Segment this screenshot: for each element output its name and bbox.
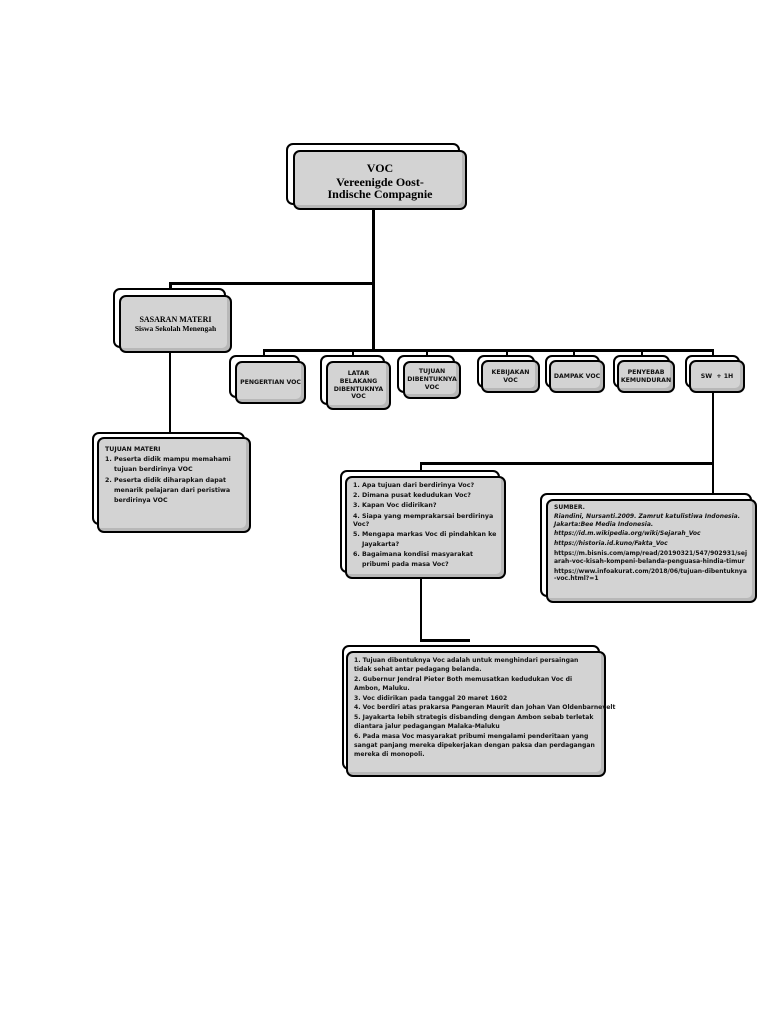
questions-box: 1. Apa tujuan dari berdirinya Voc? 2. Di… [345,476,506,579]
question-item: 6. Bagaimana kondisi masyarakat [353,551,473,559]
answer-item: 2. Gubernur Jendral Pieter Both memusatk… [354,675,573,693]
connector [641,349,643,356]
connector [420,462,422,472]
connector [169,352,171,434]
sasaran-subtitle: Siswa Sekolah Menengah [134,324,217,333]
tujuan-materi-item: tujuan berdirinya VOC [114,466,193,474]
answer-item: 4. Voc berdiri atas prakarsa Pangeran Ma… [354,704,616,712]
root-subtitle: Vereenigde Oost-Indische Compagnie [327,174,433,201]
connector [352,349,354,356]
topic-pengertian-voc: PENGERTIAN VOC [235,361,306,404]
sasaran-title: SASARAN MATERI [139,315,212,324]
connector [420,578,422,641]
sasaran-box: SASARAN MATERI Siswa Sekolah Menengah [119,295,232,353]
connector [372,208,375,351]
topic-5w1h: SW + 1H [689,360,745,393]
sumber-box: SUMBER. Riandini, Nursanti.2009. Zamrut … [546,499,757,603]
question-item: 2. Dimana pusat kedudukan Voc? [353,492,471,500]
answer-item: 3. Voc didirikan pada tanggal 20 maret 1… [354,694,508,702]
connector [420,462,714,465]
sumber-link[interactable]: https://id.m.wikipedia.org/wiki/Sejarah_… [554,530,701,538]
topic-kebijakan: KEBIJAKAN VOC [481,360,540,393]
question-item: 4. Siapa yang memprakarsai berdirinya Vo… [353,512,494,528]
tujuan-materi-item: 1. Peserta didik mampu memahami [105,456,231,464]
root-box: VOC Vereenigde Oost-Indische Compagnie [293,150,467,210]
connector [712,392,714,495]
question-item: Jayakarta? [362,541,400,549]
connector [426,349,428,356]
answer-item: 1. Tujuan dibentuknya Voc adalah untuk m… [354,657,579,674]
sumber-link[interactable]: https://m.bisnis.com/amp/read/20190321/5… [554,549,748,565]
sumber-item: Riandini, Nursanti.2009. Zamrut katulist… [554,512,740,528]
answer-item: 5. Jayakarta lebih strategis disbanding … [354,713,594,731]
tujuan-materi-heading: TUJUAN MATERI [105,446,161,453]
topic-latar-belakang: LATAR BELAKANG DIBENTUKNYA VOC [326,361,391,410]
answers-box: 1. Tujuan dibentuknya Voc adalah untuk m… [346,651,615,777]
connector [573,349,575,356]
connector [506,349,508,356]
topic-dampak: DAMPAK VOC [549,360,605,393]
topic-penyebab-kemunduran: PENYEBAB KEMUNDURAN [617,360,675,393]
connector [712,349,714,356]
tujuan-materi-box: TUJUAN MATERI 1. Peserta didik mampu mem… [97,437,251,533]
question-item: 1. Apa tujuan dari berdirinya Voc? [353,482,475,489]
connector [263,349,714,352]
connector [420,639,470,642]
tujuan-materi-item: berdirinya VOC [114,496,168,504]
sumber-link[interactable]: https://www.infoakurat.com/2018/06/tujua… [554,567,747,583]
question-item: pribumi pada masa Voc? [362,561,449,569]
connector [263,349,265,356]
tujuan-materi-item: menarik pelajaran dari peristiwa [114,486,231,494]
question-item: 5. Mengapa markas Voc di pindahkan ke [353,530,497,538]
topic-tujuan-dibentuknya: TUJUAN DIBENTUKNYA VOC [403,361,461,399]
sumber-link[interactable]: https://historia.id.kuno/Fakta_Voc [554,540,668,548]
root-title: VOC [366,160,394,175]
question-item: 3. Kapan Voc didirikan? [353,502,437,510]
answer-item: 6. Pada masa Voc masyarakat pribumi meng… [354,732,595,759]
connector [169,282,172,290]
sumber-heading: SUMBER. [554,504,585,511]
connector [169,282,374,285]
tujuan-materi-item: 2. Peserta didik diharapkan dapat [105,476,227,484]
